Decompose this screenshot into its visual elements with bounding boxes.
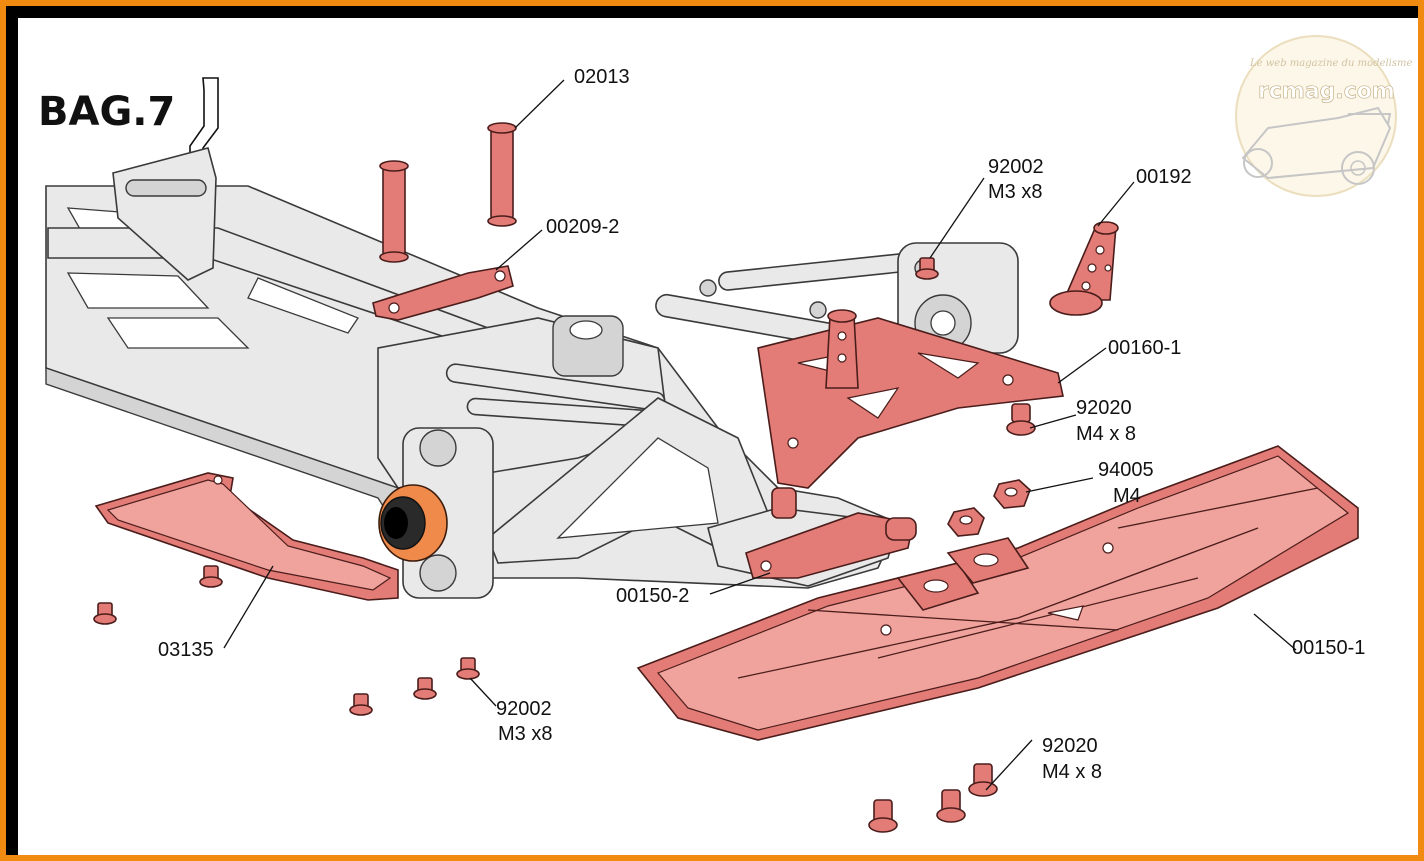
part-00209-2-bracket[interactable] — [372, 265, 514, 321]
rcmag-watermark: Le web magazine du modelisme rcmag.com — [1235, 35, 1412, 197]
part-00160-1-plate[interactable] — [757, 309, 1064, 489]
watermark-badge — [1235, 35, 1397, 197]
label-94005: 94005 — [1098, 459, 1154, 481]
label-00150-1: 00150-1 — [1292, 637, 1365, 659]
part-03135-skid-plate[interactable] — [94, 472, 399, 601]
watermark-tagline: Le web magazine du modelisme — [1249, 58, 1412, 69]
part-92002-screws-bottom[interactable] — [93, 565, 480, 716]
bag-title: BAG.7 — [38, 89, 175, 135]
part-92020-screw-mid[interactable] — [1006, 403, 1036, 436]
label-92002-top-spec: M3 x8 — [988, 181, 1042, 203]
part-02013-posts[interactable] — [379, 122, 517, 263]
leader-lines — [223, 79, 1297, 791]
part-92020-screws-bottom[interactable] — [868, 763, 998, 833]
label-92020-mid: 92020 — [1076, 397, 1132, 419]
post-left — [379, 160, 409, 263]
label-00160-1: 00160-1 — [1108, 337, 1181, 359]
label-92002-bottom-spec: M3 x8 — [498, 723, 552, 745]
part-94005-nuts[interactable] — [947, 479, 1031, 537]
label-92020-mid-spec: M4 x 8 — [1076, 423, 1136, 445]
part-labels: 02013 00209-2 92002 M3 x8 00192 00160-1 … — [158, 66, 1365, 783]
post-right — [487, 122, 517, 227]
part-00192-tube[interactable] — [1049, 221, 1119, 316]
label-00209-2: 00209-2 — [546, 216, 619, 238]
label-92002-bottom: 92002 — [496, 698, 552, 720]
rc-car-icon — [1241, 106, 1392, 185]
label-03135: 03135 — [158, 639, 214, 661]
label-92020-bottom-spec: M4 x 8 — [1042, 761, 1102, 783]
label-00192: 00192 — [1136, 166, 1192, 188]
label-02013: 02013 — [574, 66, 630, 88]
part-00150-2-plate[interactable] — [745, 487, 917, 579]
part-00150-1-bumper[interactable] — [636, 445, 1359, 741]
label-94005-spec: M4 — [1113, 485, 1141, 507]
chassis-assembly — [45, 77, 1019, 599]
label-92020-bottom: 92020 — [1042, 735, 1098, 757]
label-92002-top: 92002 — [988, 156, 1044, 178]
label-00150-2: 00150-2 — [616, 585, 689, 607]
exploded-view-canvas: BAG.7 02013 00209-2 92002 M3 x8 00192 00… — [18, 18, 1418, 855]
exploded-view-diagram: BAG.7 02013 00209-2 92002 M3 x8 00192 00… — [38, 35, 1412, 833]
part-92002-screw-top[interactable] — [915, 257, 939, 280]
watermark-brand: rcmag.com — [1258, 79, 1395, 104]
